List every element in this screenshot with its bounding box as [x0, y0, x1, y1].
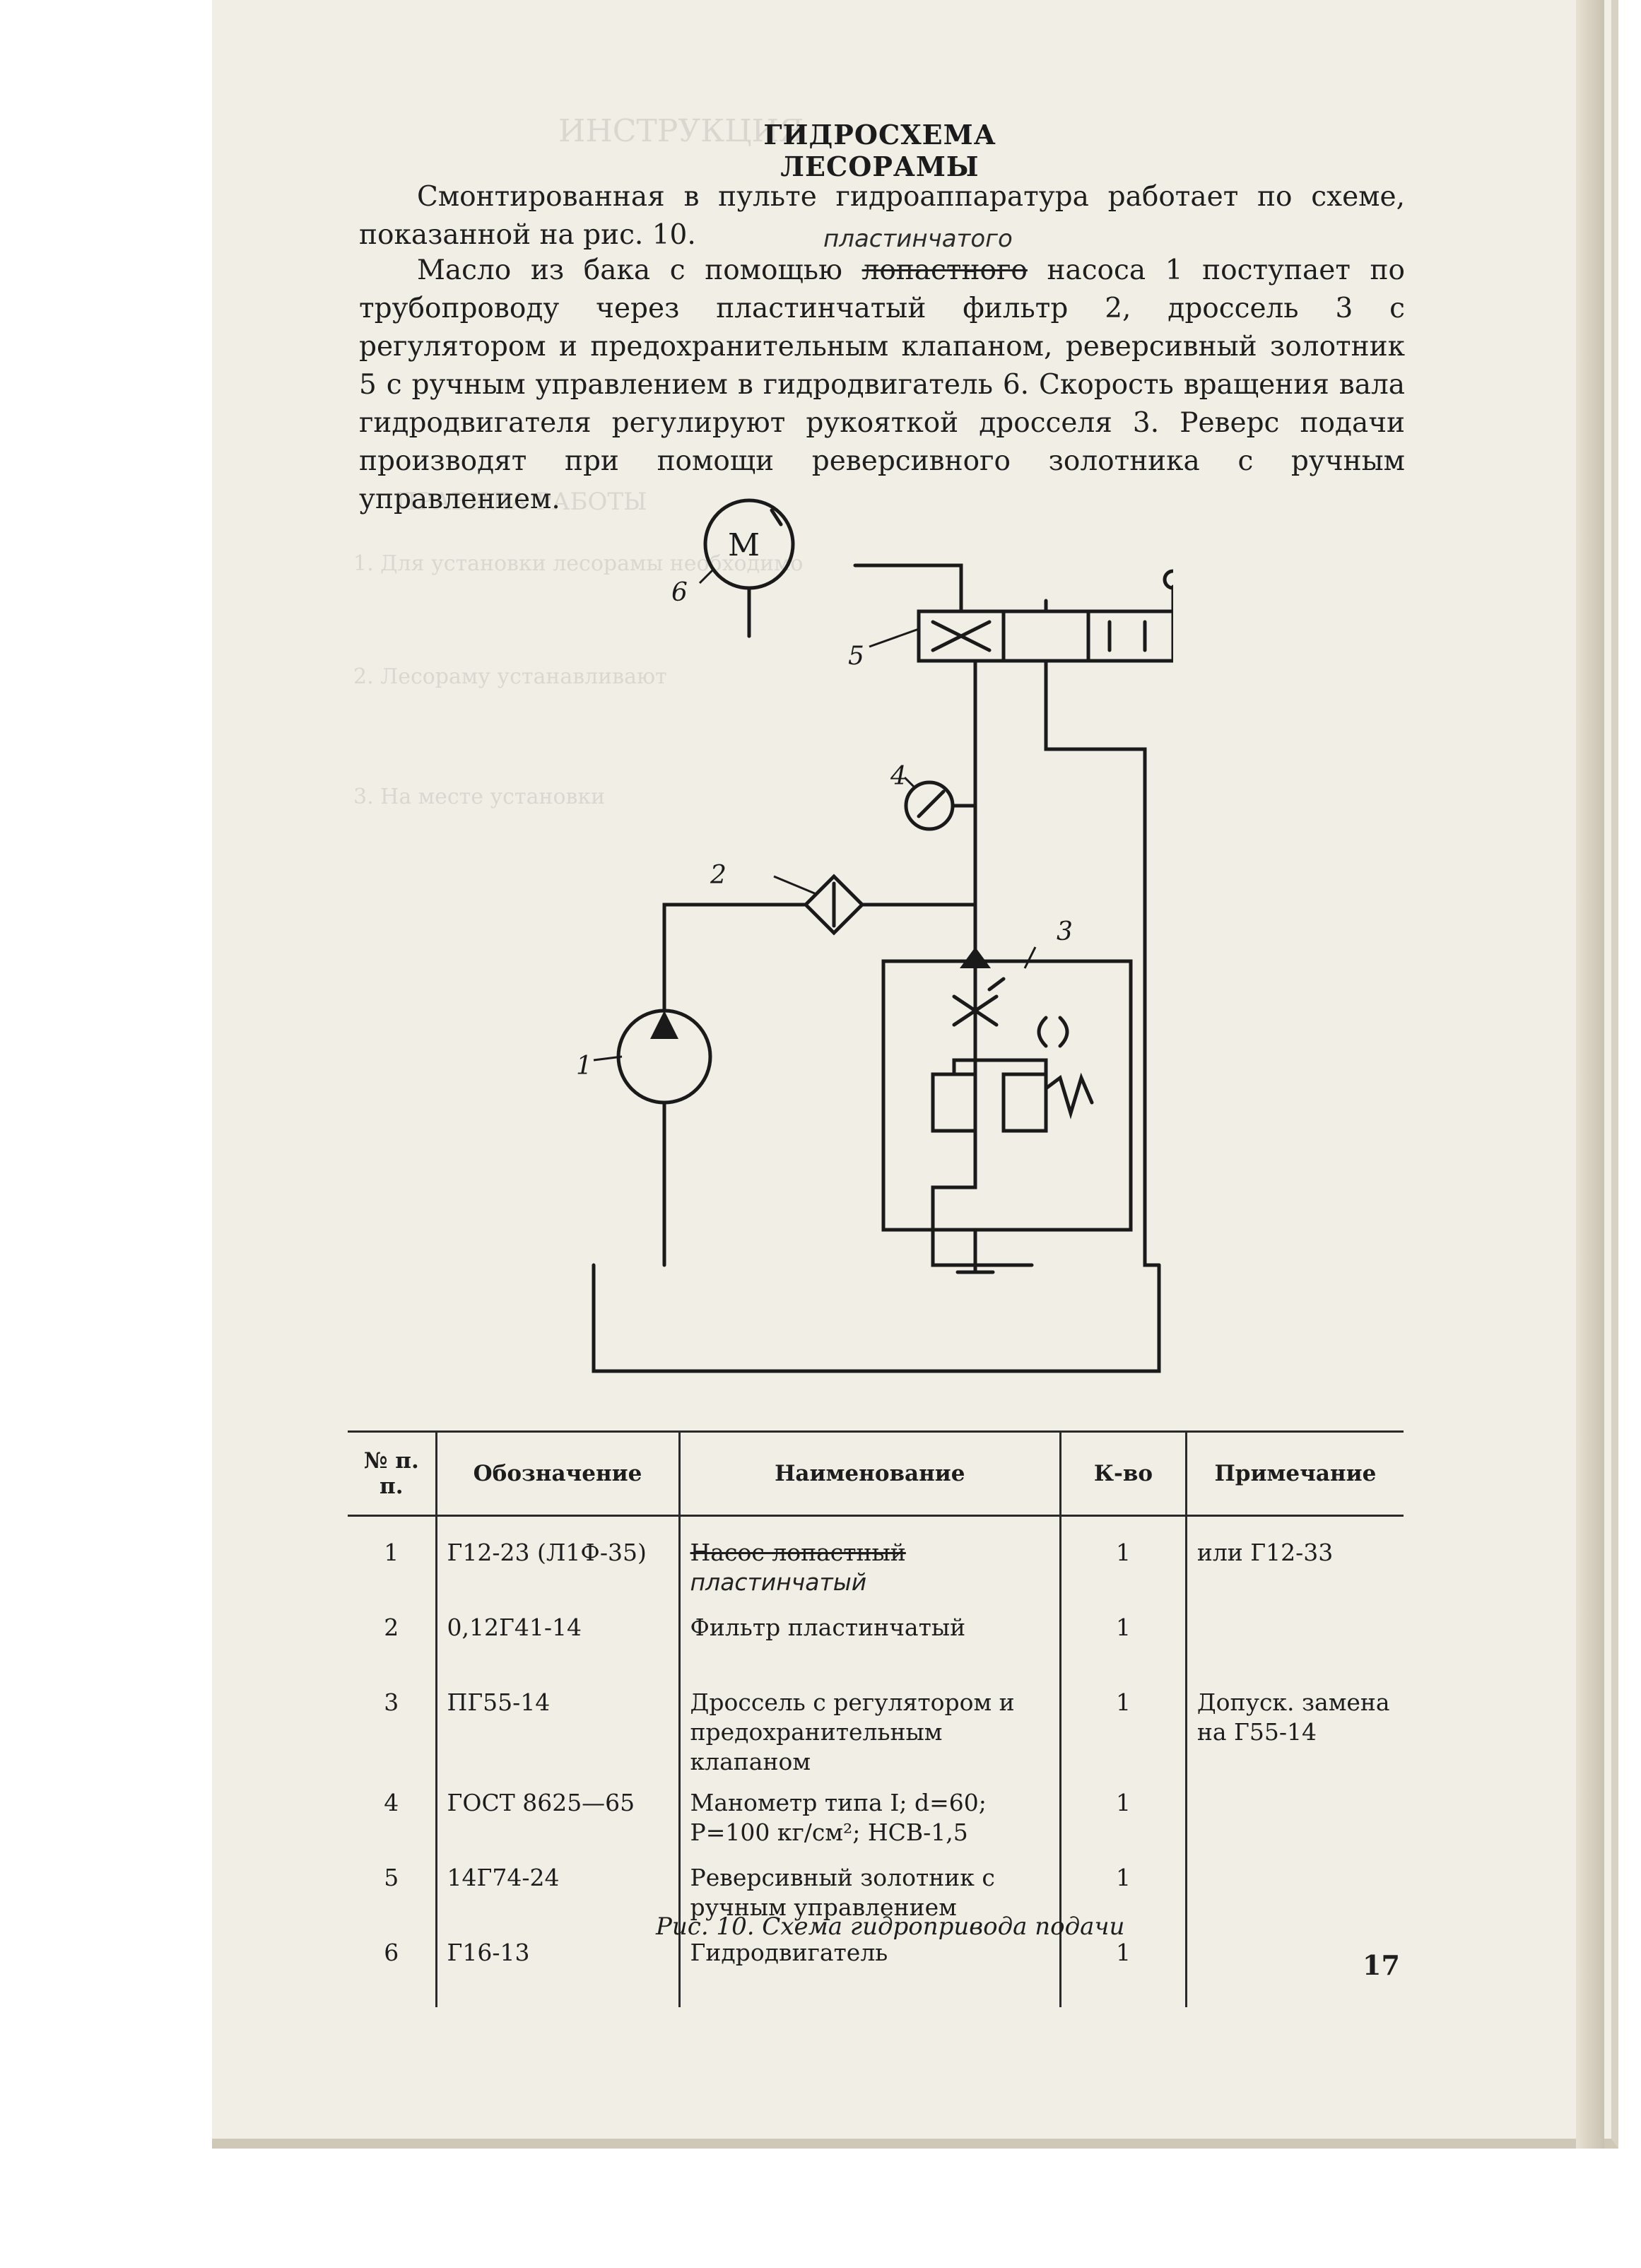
- page-number: 17: [1363, 1949, 1400, 1981]
- table-row: 1 Г12-23 (Л1Ф-35) Насос лопастный пласти…: [348, 1515, 1404, 1607]
- check-orifice-right: [1058, 1016, 1069, 1048]
- table-row: 5 14Г74-24 Реверсивный золотник с ручным…: [348, 1857, 1404, 1932]
- callout-3: 3: [1057, 917, 1073, 946]
- relief-valve: [1001, 1072, 1048, 1133]
- table-row: 4 ГОСТ 8625—65 Манометр типа I; d=60; P=…: [348, 1782, 1404, 1857]
- spool-cross-arrows: [931, 620, 992, 652]
- callout-5: 5: [848, 642, 864, 671]
- throttle-adjust-arrow: [987, 977, 1006, 992]
- header-designation: Обозначение: [435, 1430, 680, 1517]
- cell-name: Насос лопастный пластинчатый: [678, 1515, 1061, 1607]
- handwritten-correction: пластинчатый: [690, 1568, 867, 1596]
- pump-outlet-line: [662, 903, 808, 1013]
- spool-valve-box-right: [1086, 609, 1173, 663]
- cell-note: [1184, 1857, 1404, 1932]
- relief-spring: [1044, 1072, 1094, 1120]
- cell-designation: Г16-13: [435, 1932, 680, 2007]
- spool-valve-box-center: [1001, 609, 1090, 663]
- cell-designation: 14Г74-24: [435, 1857, 680, 1932]
- manometer-needle: [917, 789, 946, 818]
- tank-line: [592, 1263, 1161, 1373]
- cell-note: Допуск. замена на Г55-14: [1184, 1682, 1404, 1782]
- return-line: [1044, 659, 1161, 1267]
- drain-line: [931, 1129, 1034, 1267]
- struck-name: Насос лопастный: [690, 1539, 906, 1566]
- cell-note: [1184, 1932, 1404, 2007]
- cell-quantity: 1: [1059, 1607, 1187, 1682]
- cell-note: [1184, 1607, 1404, 1682]
- cell-name: Фильтр пластинчатый: [678, 1607, 1061, 1682]
- regulator-valve: [931, 1072, 977, 1133]
- cell-quantity: 1: [1059, 1782, 1187, 1857]
- cell-number: 6: [384, 1939, 399, 1966]
- page-edge-shadow: [1576, 0, 1604, 2149]
- header-name: Наименование: [678, 1430, 1061, 1517]
- handwritten-note: пластинчатого: [823, 225, 1013, 253]
- paragraph-1: Смонтированная в пульте гидроаппаратура …: [359, 181, 1405, 251]
- header-quantity: К-во: [1059, 1430, 1187, 1517]
- motor-label-m: M: [728, 527, 760, 563]
- struck-word: лопастного: [861, 254, 1028, 286]
- tank-drain-symbol: [955, 1228, 995, 1274]
- cell-number: 4: [384, 1789, 399, 1816]
- cell-number: 5: [384, 1864, 399, 1891]
- callout-1: 1: [576, 1052, 592, 1081]
- header-number: № п. п.: [348, 1430, 437, 1517]
- cell-quantity: 1: [1059, 1515, 1187, 1607]
- table-header-row: № п. п. Обозначение Наименование К-во Пр…: [348, 1430, 1404, 1517]
- lever-knob: [1163, 569, 1173, 590]
- bleed-through-text: 1. Для установки лесорамы необходимо: [353, 551, 804, 576]
- line-to-motor-a: [853, 563, 963, 613]
- cell-quantity: 1: [1059, 1857, 1187, 1932]
- cell-note: [1184, 1782, 1404, 1857]
- cell-designation: ГОСТ 8625—65: [435, 1782, 680, 1857]
- paragraph-2-start: Масло из бака с помощью: [417, 254, 862, 286]
- bleed-through-text: 2. Лесораму устанавливают: [353, 664, 667, 689]
- parts-table: № п. п. Обозначение Наименование К-во Пр…: [348, 1430, 1404, 2007]
- table-row: 6 Г16-13 Гидродвигатель 1: [348, 1932, 1404, 2007]
- cell-name: Реверсивный золотник с ручным управление…: [678, 1857, 1061, 1932]
- table-row: 2 0,12Г41-14 Фильтр пластинчатый 1: [348, 1607, 1404, 1682]
- cell-quantity: 1: [1059, 1932, 1187, 2007]
- header-note: Примечание: [1184, 1430, 1404, 1517]
- cell-quantity: 1: [1059, 1682, 1187, 1782]
- cell-note: или Г12-33: [1184, 1515, 1404, 1607]
- check-orifice-left: [1037, 1016, 1048, 1048]
- paragraph-2: Масло из бака с помощью лопастного насос…: [359, 252, 1405, 519]
- callout-2: 2: [710, 861, 727, 890]
- bleed-through-text: 3. На месте установки: [353, 785, 606, 809]
- throttle-symbol: [952, 994, 999, 1027]
- bleed-through-text: ПРАВИЛА РАБОТЫ: [396, 488, 647, 516]
- throttle-assembly-box: [881, 959, 1133, 1232]
- pump-direction-arrow: [650, 1011, 678, 1039]
- cell-name: Манометр типа I; d=60; P=100 кг/см²; НСВ…: [678, 1782, 1061, 1857]
- cell-designation: 0,12Г41-14: [435, 1607, 680, 1682]
- cell-designation: ПГ55-14: [435, 1682, 680, 1782]
- bleed-through-text: ИНСТРУКЦИЯ: [558, 113, 804, 149]
- cell-number: 1: [384, 1539, 399, 1566]
- cell-name: Дроссель с регулятором и предохранительн…: [678, 1682, 1061, 1782]
- flow-direction-arrow: [960, 947, 991, 968]
- figure-caption: Рис. 10. Схема гидропривода подачи: [656, 1912, 1125, 1941]
- hydraulic-schematic: M 1 2 3 4 5 6: [576, 498, 1173, 1373]
- cell-number: 3: [384, 1688, 399, 1716]
- table-row: 3 ПГ55-14 Дроссель с регулятором и предо…: [348, 1682, 1404, 1782]
- callout-6: 6: [671, 578, 688, 607]
- cell-designation: Г12-23 (Л1Ф-35): [435, 1515, 680, 1607]
- spool-straight-arrows: [1107, 620, 1147, 652]
- cell-name: Гидродвигатель: [678, 1932, 1061, 2007]
- motor-arrow: [770, 508, 783, 527]
- callout-4: 4: [890, 762, 907, 791]
- page-title: ГИДРОСХЕМА ЛЕСОРАМЫ: [763, 119, 996, 182]
- cell-number: 2: [384, 1614, 399, 1641]
- paragraph-2-rest: насоса 1 поступает по трубопроводу через…: [359, 254, 1405, 515]
